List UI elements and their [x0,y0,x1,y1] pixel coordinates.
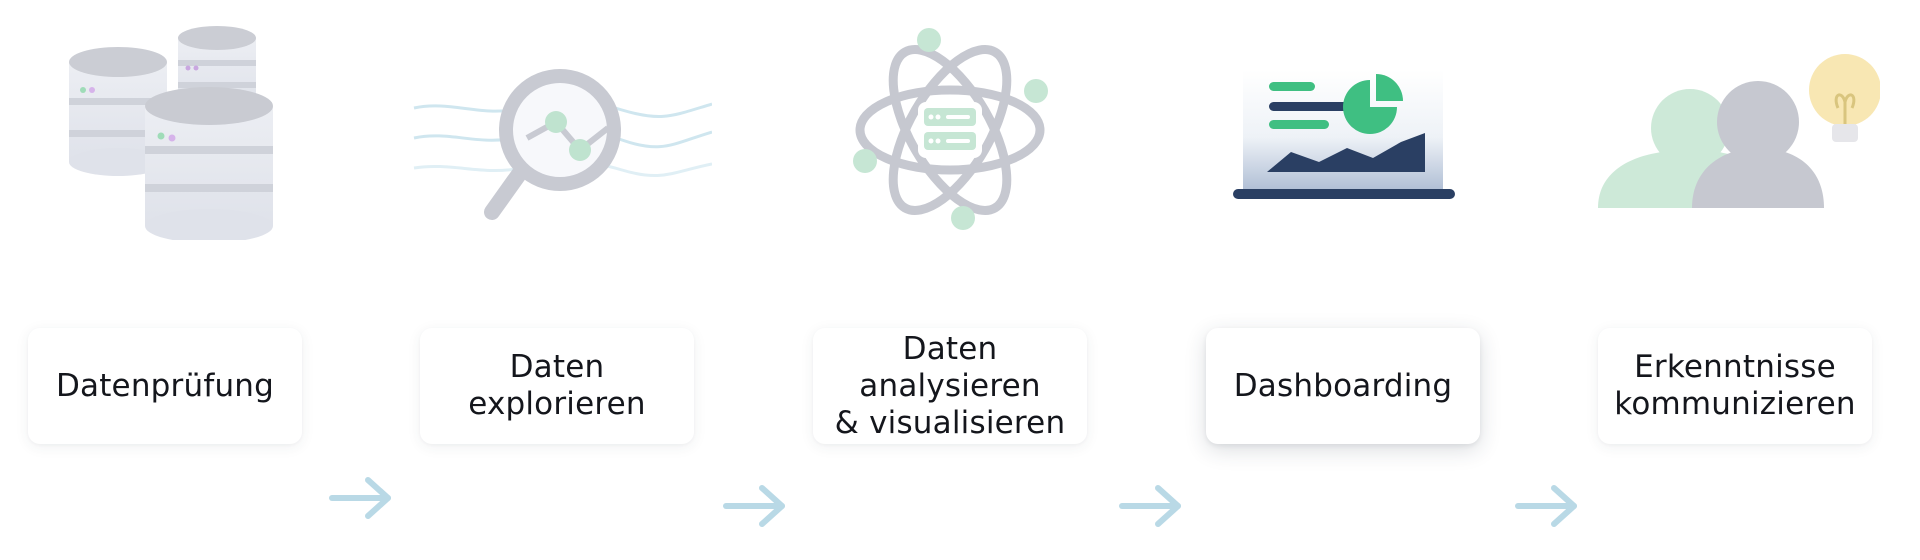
dashboard-monitor-icon [1195,20,1495,240]
arrow-right-icon [1118,482,1184,530]
step-card-1[interactable]: Datenprüfung [28,328,302,444]
arrow-right-icon [722,482,788,530]
step-label: Dashboarding [1233,367,1453,404]
step-card-2[interactable]: Daten explorieren [420,328,694,444]
step-label: Daten explorieren [468,349,646,422]
arrow-right-icon [328,474,394,522]
magnifier-trend-icon [412,20,712,240]
step-label: Daten analysieren & visualisieren [834,330,1066,441]
arrow-right-icon [1514,482,1580,530]
people-lightbulb-icon [1580,20,1880,240]
atom-server-icon [800,20,1100,240]
step-card-5[interactable]: Erkenntnisse kommunizieren [1598,328,1872,444]
step-label: Datenprüfung [55,367,275,404]
step-card-4[interactable]: Dashboarding [1206,328,1480,444]
step-label: Erkenntnisse kommunizieren [1614,349,1856,422]
database-icon [30,20,330,240]
step-card-3[interactable]: Daten analysieren & visualisieren [813,328,1087,444]
